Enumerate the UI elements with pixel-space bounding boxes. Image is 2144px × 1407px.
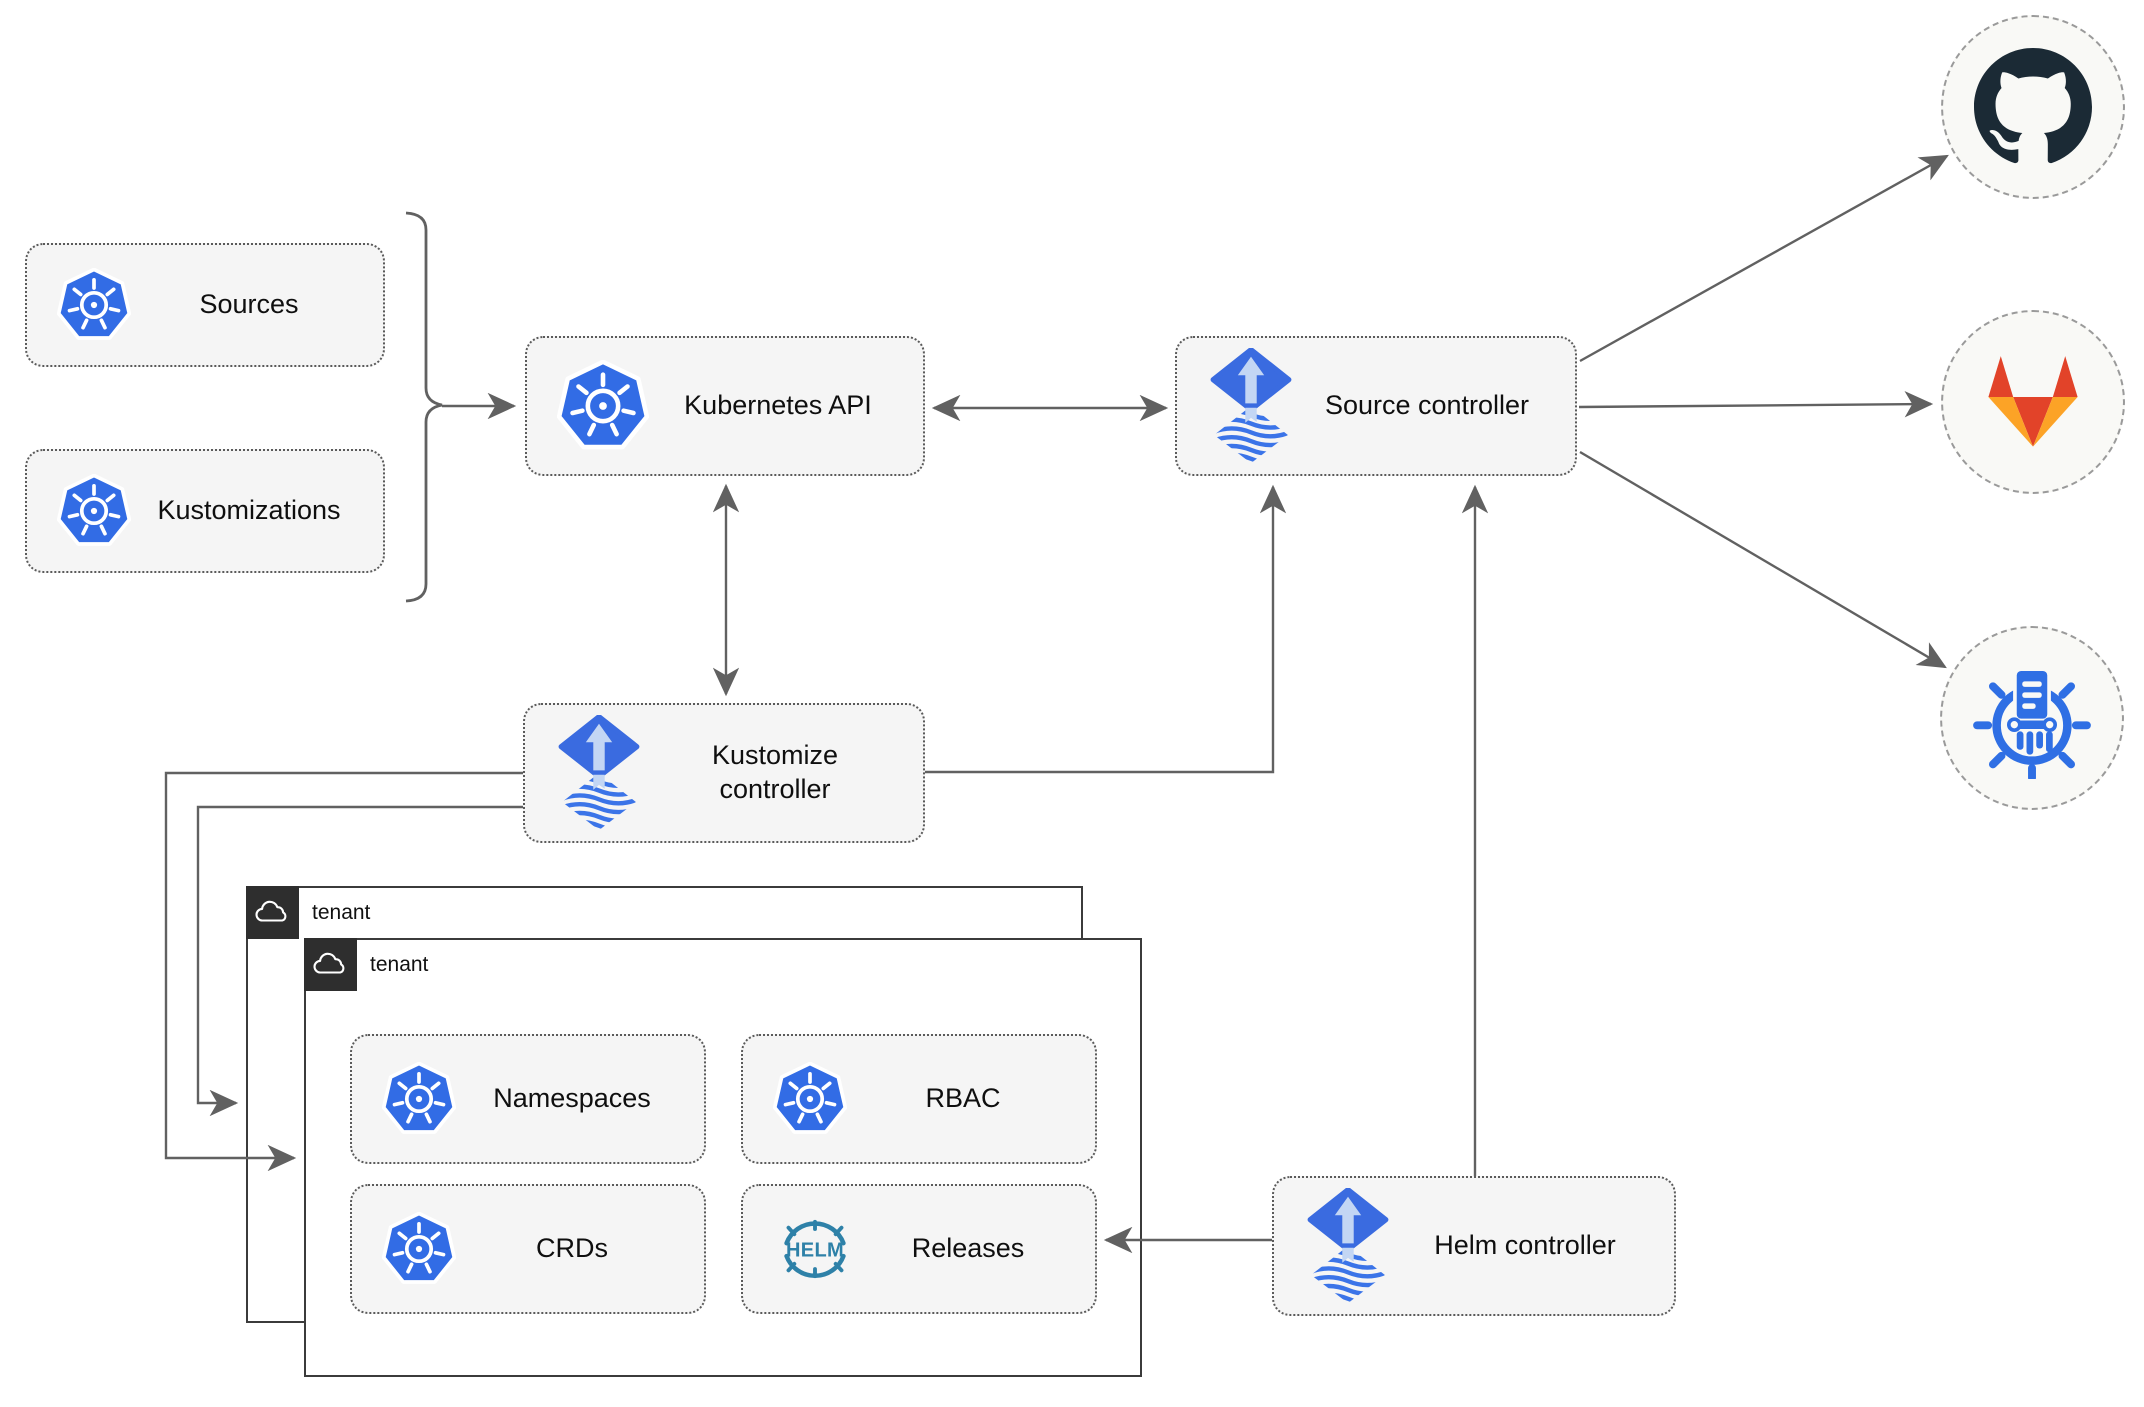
cloud-icon xyxy=(312,951,348,978)
flux-icon xyxy=(555,715,643,831)
chartmuseum-icon xyxy=(1971,657,2093,779)
node-label: Namespaces xyxy=(493,1083,651,1114)
edge-source-to-github xyxy=(1579,154,1949,363)
gitlab-icon xyxy=(1971,345,2095,459)
kubernetes-icon xyxy=(57,268,131,342)
node-label: RBAC xyxy=(925,1083,1001,1114)
kubernetes-icon xyxy=(57,474,131,548)
tenant-box-front: tenant Namespaces RBAC CRDs Releases xyxy=(303,937,1142,1377)
github-icon xyxy=(1974,48,2092,166)
kubernetes-icon xyxy=(382,1212,456,1286)
kubernetes-icon xyxy=(773,1062,847,1136)
node-label: Kubernetes API xyxy=(684,390,872,421)
node-label: Sources xyxy=(199,289,299,320)
source-controller-node: Source controller xyxy=(1175,336,1577,476)
kubernetes-icon xyxy=(382,1062,456,1136)
tenant-label: tenant xyxy=(370,953,429,976)
github-remote xyxy=(1941,15,2125,199)
flux-icon xyxy=(1207,348,1295,464)
kubernetes-api-node: Kubernetes API xyxy=(525,336,925,476)
helm-icon xyxy=(773,1217,857,1281)
node-label: Kustomizations xyxy=(157,495,341,526)
kustomizations-node: Kustomizations xyxy=(25,449,385,573)
kubernetes-icon xyxy=(557,360,649,452)
node-label: Kustomize controller xyxy=(711,740,839,804)
group-brace xyxy=(405,211,443,603)
releases-node: Releases xyxy=(741,1184,1097,1314)
tenant-label: tenant xyxy=(312,901,371,924)
cloud-icon xyxy=(254,899,290,926)
crds-node: CRDs xyxy=(350,1184,706,1314)
flux-icon xyxy=(1304,1188,1392,1304)
node-label: Helm controller xyxy=(1434,1230,1616,1261)
gitlab-remote xyxy=(1941,310,2125,494)
tenant-header xyxy=(303,937,357,991)
chartmuseum-remote xyxy=(1940,626,2124,810)
rbac-node: RBAC xyxy=(741,1034,1097,1164)
edge-source-to-chartmuseum xyxy=(1579,450,1947,669)
tenant-header xyxy=(245,885,299,939)
node-label: Releases xyxy=(911,1233,1025,1264)
namespaces-node: Namespaces xyxy=(350,1034,706,1164)
node-label: Source controller xyxy=(1324,390,1530,421)
kustomize-controller-node: Kustomize controller xyxy=(523,703,925,843)
edge-source-to-gitlab xyxy=(1578,391,1934,418)
sources-node: Sources xyxy=(25,243,385,367)
helm-controller-node: Helm controller xyxy=(1272,1176,1676,1316)
edge-kustomize-to-source xyxy=(925,484,1287,774)
node-label: CRDs xyxy=(536,1233,608,1264)
